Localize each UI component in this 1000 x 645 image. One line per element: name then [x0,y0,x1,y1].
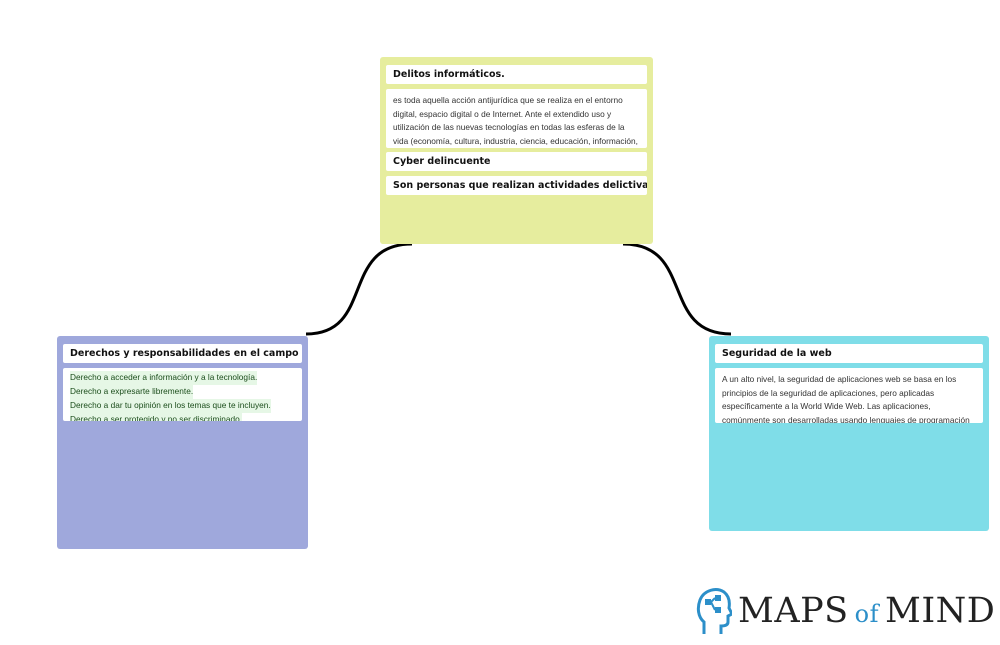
list-item: Derecho a ser protegido y no ser discrim… [70,413,243,421]
list-item: Derecho a acceder a información y a la t… [70,371,258,385]
node-description[interactable]: A un alto nivel, la seguridad de aplicac… [715,368,983,423]
node-delitos-informaticos[interactable]: Delitos informáticos. es toda aquella ac… [380,57,653,244]
node-title[interactable]: Derechos y responsabilidades en el campo… [63,344,302,363]
connector-right [622,242,732,336]
head-brain-icon [696,588,732,634]
node-title[interactable]: Seguridad de la web [715,344,983,363]
node-derechos[interactable]: Derechos y responsabilidades en el campo… [57,336,308,549]
node-description[interactable]: es toda aquella acción antijurídica que … [386,89,647,148]
node-list[interactable]: Derecho a acceder a información y a la t… [63,368,302,421]
node-seguridad-web[interactable]: Seguridad de la web A un alto nivel, la … [709,336,989,531]
subnode-title[interactable]: Cyber delincuente [386,152,647,171]
list-item: Derecho a expresarte libremente. [70,385,194,399]
connector-left [305,242,413,336]
node-title[interactable]: Delitos informáticos. [386,65,647,84]
subnode-description[interactable]: Son personas que realizan actividades de… [386,176,647,195]
list-item: Derecho a dar tu opinión en los temas qu… [70,399,271,413]
